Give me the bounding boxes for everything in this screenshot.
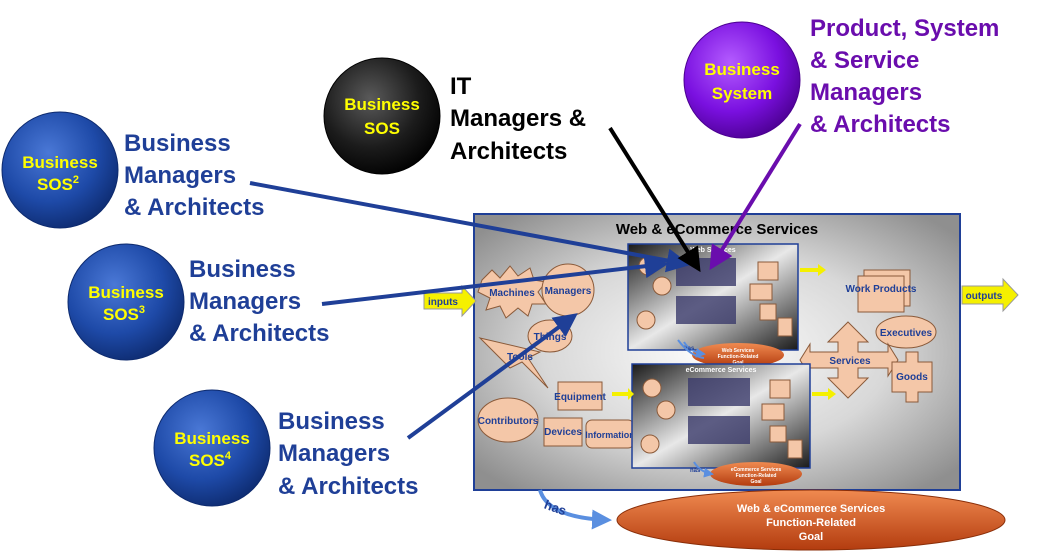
outputs-label: outputs (966, 291, 1003, 302)
main-services-box: Web & eCommerce Services inputs outputs … (423, 213, 1019, 491)
executives-shape: Executives (875, 315, 937, 349)
information-label: Information (585, 430, 635, 440)
devices-shape: Devices (543, 417, 583, 447)
system-label-line1: Product, System (810, 15, 999, 42)
sos4-arrow (406, 313, 578, 440)
it-label-line2: Managers & (450, 105, 586, 132)
system-circle-line1: Business (704, 60, 780, 79)
inner-bottom-goal-3: Goal (750, 479, 762, 485)
business-sos2-circle: Business SOS2 (1, 111, 119, 229)
sos3-label-line1: Business (189, 256, 296, 283)
sos4-label-line3: & Architects (278, 473, 418, 500)
bottom-goal-line-2: Function-Related (766, 517, 856, 529)
sos2-label-line3: & Architects (124, 194, 264, 221)
outputs-arrow: outputs (961, 277, 1019, 313)
bottom-goal-line-1: Web & eCommerce Services (737, 503, 885, 515)
work-products-shape: Work Products (846, 269, 917, 313)
sos4-label: Business Managers & Architects (278, 408, 418, 500)
business-sos4-circle: Business SOS4 (153, 389, 271, 507)
it-label-line3: Architects (450, 138, 567, 165)
contributors-shape: Contributors (477, 397, 539, 443)
sos3-label-line3: & Architects (189, 320, 329, 347)
things-label: Things (534, 332, 567, 343)
sos4-circle-line2: SOS4 (189, 450, 232, 470)
inner-bottom-goal-2: Function-Related (736, 473, 777, 479)
equipment-label: Equipment (554, 392, 606, 403)
managers-label: Managers (545, 286, 592, 297)
work-products-label: Work Products (846, 284, 917, 295)
sos2-arrow (249, 181, 691, 273)
goods-label: Goods (896, 372, 928, 383)
system-circle-line2: System (712, 84, 772, 103)
inner-bottom-title: eCommerce Services (686, 367, 757, 374)
sos3-circle-line1: Business (88, 283, 164, 302)
sos2-circle-line1: Business (22, 153, 98, 172)
services-shape: Services (799, 321, 899, 399)
sos3-circle-line2: SOS3 (103, 304, 145, 324)
system-label-line2: & Service (810, 47, 919, 74)
executives-label: Executives (880, 328, 933, 339)
bottom-goal-line-3: Goal (799, 531, 823, 543)
inner-bottom-goal-1: eCommerce Services (731, 467, 782, 473)
sos4-label-line2: Managers (278, 440, 390, 467)
goods-shape: Goods (891, 351, 933, 403)
inner-top-goal-3: Goal (732, 360, 744, 366)
inner-top-has: has (684, 346, 695, 352)
sos4-label-line1: Business (278, 408, 385, 435)
bottom-goal: has Web & eCommerce Services Function-Re… (538, 489, 1006, 551)
inner-bottom-has: has (690, 468, 701, 474)
business-sos-it-circle: Business SOS (323, 57, 441, 175)
sos3-arrow (321, 254, 669, 306)
devices-label: Devices (544, 427, 582, 438)
system-label: Product, System & Service Managers & Arc… (810, 15, 999, 138)
inner-web-services-panel: Web Services Web Services Function-Relat… (627, 243, 826, 367)
business-system-circle: Business System (683, 21, 801, 139)
business-sos3-circle: Business SOS3 (67, 243, 185, 361)
equipment-shape: Equipment (554, 381, 606, 411)
information-shape: Information (585, 419, 635, 449)
it-arrow (608, 126, 701, 273)
sos4-circle-line1: Business (174, 429, 250, 448)
machines-label: Machines (489, 288, 535, 299)
sos2-label-line1: Business (124, 130, 231, 157)
inputs-label: inputs (428, 297, 458, 308)
system-arrow (709, 122, 802, 271)
inner-ecommerce-panel: eCommerce Services eCommerce Services Fu… (612, 363, 836, 486)
it-circle-line2: SOS (364, 119, 400, 138)
contributors-label: Contributors (478, 416, 539, 427)
system-label-line3: Managers (810, 79, 922, 106)
sos3-label-line2: Managers (189, 288, 301, 315)
inputs-arrow: inputs (423, 284, 477, 318)
sos2-label: Business Managers & Architects (124, 130, 264, 221)
services-label: Services (829, 356, 871, 367)
it-label-line1: IT (450, 73, 472, 100)
sos3-label: Business Managers & Architects (189, 256, 329, 347)
system-label-line4: & Architects (810, 111, 950, 138)
main-title: Web & eCommerce Services (616, 221, 818, 238)
bottom-has-label: has (542, 497, 568, 519)
sos2-circle-line2: SOS2 (37, 174, 79, 194)
inner-top-goal-1: Web Services (722, 348, 755, 354)
inner-top-title: Web Services (690, 247, 736, 254)
sos2-label-line2: Managers (124, 162, 236, 189)
it-label: IT Managers & Architects (450, 73, 586, 165)
it-circle-line1: Business (344, 95, 420, 114)
inner-top-goal-2: Function-Related (718, 354, 759, 360)
